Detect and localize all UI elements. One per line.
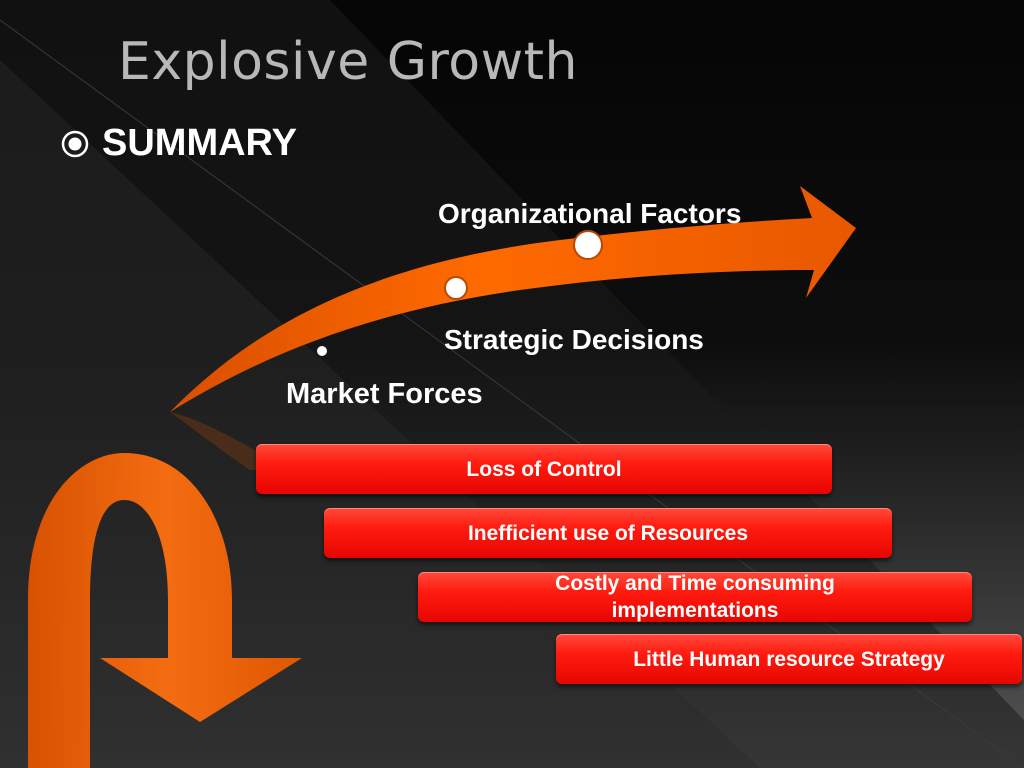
marker-dot bbox=[444, 276, 468, 300]
issue-bar: Costly and Time consuming implementation… bbox=[418, 572, 972, 622]
issue-bar: Inefficient use of Resources bbox=[324, 508, 892, 558]
marker-dot bbox=[573, 230, 603, 260]
u-turn-arrow bbox=[28, 453, 302, 768]
issue-label: Loss of Control bbox=[466, 457, 622, 481]
marker-dot bbox=[317, 346, 327, 356]
summary-bullet: SUMMARY bbox=[60, 122, 297, 165]
issue-bar: Little Human resource Strategy bbox=[556, 634, 1022, 684]
slide-title: Explosive Growth bbox=[118, 32, 578, 92]
issue-label: Little Human resource Strategy bbox=[633, 647, 945, 671]
issue-label: Costly and Time consuming implementation… bbox=[555, 572, 835, 622]
issue-label: Inefficient use of Resources bbox=[467, 521, 749, 545]
label-market-forces: Market Forces bbox=[286, 378, 483, 410]
label-strategic-decisions: Strategic Decisions bbox=[444, 324, 704, 355]
issue-bar: Loss of Control bbox=[256, 444, 832, 494]
summary-label: SUMMARY bbox=[102, 122, 297, 164]
target-bullet-icon bbox=[61, 130, 89, 157]
label-organizational-factors: Organizational Factors bbox=[438, 198, 742, 229]
